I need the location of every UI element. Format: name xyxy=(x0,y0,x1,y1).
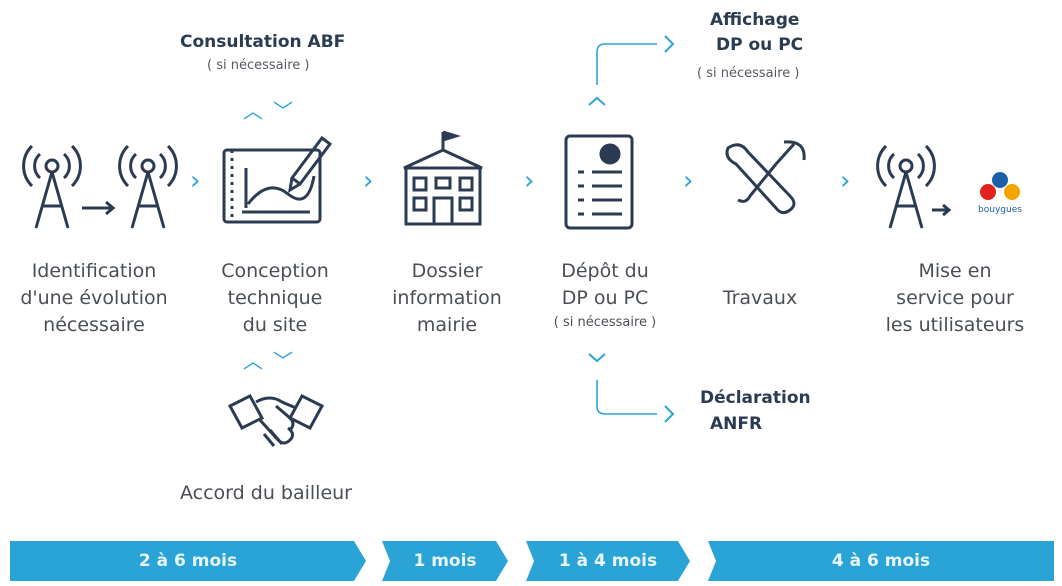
svg-text:bouygues: bouygues xyxy=(978,205,1022,215)
chevron-right-icon: › xyxy=(524,166,535,196)
document-icon xyxy=(560,132,640,232)
duration-bar-1: 2 à 6 mois xyxy=(10,541,366,581)
consultation-abf-title: Consultation ABF xyxy=(180,32,346,52)
declaration-title: Déclaration xyxy=(700,388,811,408)
chevron-right-icon: › xyxy=(190,166,201,196)
duration-bar-2: 1 mois xyxy=(382,541,508,581)
accord-bailleur-label: Accord du bailleur xyxy=(180,482,352,504)
up-down-arrows-icon: ︿﹀ xyxy=(243,99,303,123)
antenna-icon xyxy=(874,140,954,230)
bouygues-logo: bouygues xyxy=(970,168,1030,218)
affichage-title: Affichage xyxy=(710,10,800,30)
declaration-subtitle: ANFR xyxy=(710,414,763,434)
affichage-subtitle: DP ou PC xyxy=(716,35,804,55)
affichage-note: ( si nécessaire ) xyxy=(697,66,800,81)
step-label-travaux: Travaux xyxy=(722,287,798,309)
branch-down-arrow-icon xyxy=(588,353,675,423)
chevron-right-icon: › xyxy=(363,166,374,196)
tools-icon xyxy=(720,138,810,218)
antenna-icon xyxy=(20,140,180,230)
drawing-tablet-icon xyxy=(218,128,338,228)
chevron-right-icon: › xyxy=(683,166,694,196)
consultation-abf-note: ( si nécessaire ) xyxy=(207,58,310,73)
duration-bar-3: 1 à 4 mois xyxy=(526,541,690,581)
chevron-right-icon: › xyxy=(840,166,851,196)
duration-bar-4: 4 à 6 mois xyxy=(708,541,1054,581)
branch-up-arrow-icon xyxy=(588,35,675,106)
town-hall-icon xyxy=(398,128,488,228)
handshake-icon xyxy=(226,388,326,458)
up-down-arrows-icon: ︿﹀ xyxy=(243,349,303,373)
